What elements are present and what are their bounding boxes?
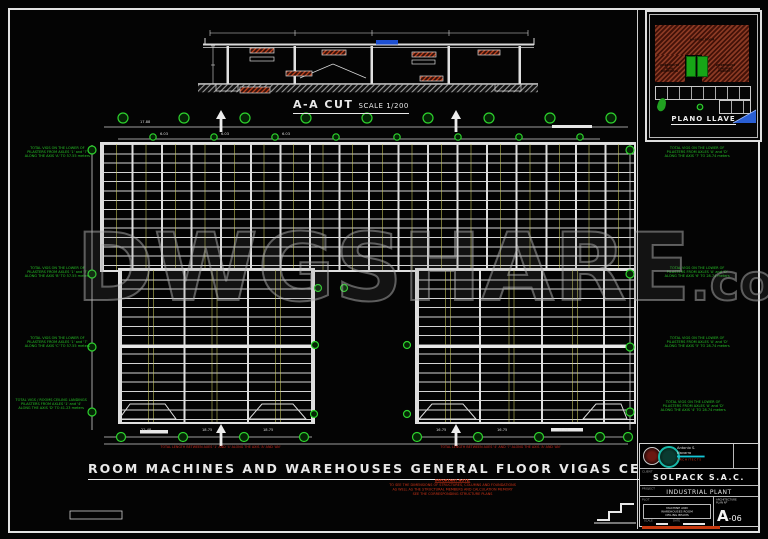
- sheet-number-cell: ARCHITECTURE PLAN Nº A-06: [713, 497, 758, 527]
- column-lines: [102, 144, 634, 270]
- keyplan-green-block: [697, 56, 708, 77]
- firm-accent-bar: [677, 455, 705, 458]
- keyplan-logo-icon: [657, 98, 757, 124]
- sheet-border: [8, 8, 760, 533]
- keyplan-green-block: [686, 56, 696, 77]
- title-block: Antonio S. Navarro ARCHITECTS CLIENT SOL…: [639, 443, 759, 527]
- important-note-label: IMPORTANT NOTE:: [434, 478, 471, 483]
- keyplan-title: PLANO LLAVE: [671, 115, 736, 125]
- section-scale-label: SCALE 1/200: [358, 102, 409, 110]
- scale-value-box: [656, 522, 668, 525]
- title-block-logo-row: Antonio S. Navarro ARCHITECTS: [640, 444, 758, 469]
- side-note-left: TOTAL VIGS ON THE LOWER OF PILASTERS FRO…: [24, 336, 90, 349]
- warehouse-right-label: WAREHOUSE FINISHED PRODUCT: [715, 63, 736, 73]
- dim-label: 22.48: [141, 428, 152, 433]
- firm-line2: Navarro: [677, 450, 692, 455]
- plan-type: ARCHITECTURE PLAN Nº: [716, 498, 757, 504]
- dimension-lines: [69, 125, 631, 520]
- firm-tagline: ARCHITECTS: [677, 458, 702, 462]
- dim-label: 17.88: [140, 120, 151, 125]
- section-cut-arrows: [216, 110, 461, 446]
- plot-title-box: MACHINE AND WAREHOUSES ROOM CEILING BEAM…: [643, 504, 711, 519]
- side-note-left: TOTAL VIGS / ROOMS CEILING LANDINGS PILA…: [15, 398, 87, 411]
- dim-label: 6.03: [282, 132, 291, 137]
- project-label: PROJECT: [642, 487, 655, 491]
- project-name: INDUSTRIAL PLANT: [666, 488, 732, 496]
- firm-line1: Antonio S.: [677, 446, 696, 451]
- title-block-stamp-cell: [733, 444, 758, 468]
- keyplan-machine-room: MACHINE ROOM: [655, 25, 749, 55]
- plan-upper-grid: [100, 142, 636, 272]
- keyplan-outbuildings: [655, 86, 751, 100]
- warehouse-left-label: WAREHOUSE RAW MATERIALS: [660, 63, 680, 73]
- plan-type-line1: ARCHITECTURE: [716, 498, 737, 502]
- keyplan-warehouse-left: WAREHOUSE RAW MATERIALS: [655, 55, 685, 82]
- plot-label: PLOT: [642, 498, 650, 502]
- plan-title-text: ROOM MACHINES AND WAREHOUSES GENERAL FLO…: [88, 461, 700, 476]
- ramp-symbols: [118, 403, 628, 420]
- dim-label: 17.74: [558, 428, 569, 433]
- plan-lower-right-grid: [415, 268, 636, 424]
- title-block-project-row: PROJECT INDUSTRIAL PLANT: [640, 486, 758, 497]
- section-title: A-A CUT SCALE 1/200: [293, 93, 409, 114]
- dim-label: 6.03: [221, 132, 230, 137]
- date-label: DATE: [673, 518, 681, 522]
- side-note-right: TOTAL VIGS ON THE LOWER OF PILASTERS FRO…: [660, 400, 726, 413]
- keyplan: MACHINE ROOM WAREHOUSE RAW MATERIALS WAR…: [645, 10, 762, 142]
- bottom-note-left: TOTAL LENGTH BETWEEN AXES '1' AND '4' AL…: [160, 445, 281, 449]
- side-note-right: TOTAL VIGS ON THE LOWER OF PILASTERS FRO…: [664, 336, 730, 349]
- plot-title: MACHINE AND WAREHOUSES ROOM CEILING BEAM…: [661, 506, 693, 517]
- mid-beam: [120, 345, 313, 348]
- mid-beam: [417, 345, 634, 348]
- section-aa-drawing: [198, 30, 538, 94]
- revision-bar: [642, 525, 720, 529]
- sheet-number: A-06: [717, 507, 742, 525]
- machine-room-label: MACHINE ROOM: [689, 38, 715, 42]
- section-title-text: A-A CUT: [293, 98, 354, 111]
- side-note-right: TOTAL VIGS ON THE LOWER OF PILASTERS FRO…: [664, 146, 730, 159]
- important-note-body: TO SEE THE DIMENSIONS OF STRUCTURES, COL…: [389, 483, 516, 497]
- side-note-left: TOTAL VIGS ON THE LOWER OF PILASTERS FRO…: [24, 266, 90, 279]
- firm-name: Antonio S. Navarro ARCHITECTS: [677, 446, 731, 462]
- client-name: SOLPACK S.A.C.: [653, 473, 745, 482]
- title-block-plot-row: PLOT MACHINE AND WAREHOUSES ROOM CEILING…: [640, 497, 758, 527]
- side-note-left: TOTAL VIGS ON THE LOWER OF PILASTERS FRO…: [24, 146, 90, 159]
- side-note-right: TOTAL VIGS ON THE LOWER OF PILASTERS FRO…: [664, 266, 730, 279]
- scale-label: SCALE: [644, 518, 653, 522]
- keyplan-warehouse-right: WAREHOUSE FINISHED PRODUCT: [702, 55, 749, 82]
- plan-type-line2: PLAN Nº: [716, 501, 728, 505]
- dim-label: 16.75: [497, 428, 508, 433]
- keyplan-outbuildings: [719, 100, 751, 114]
- sheet-number-suffix: -06: [728, 514, 742, 523]
- graphic-scale-steps: [594, 503, 636, 524]
- client-label: CLIENT: [642, 470, 653, 474]
- dim-label: 18.75: [263, 428, 274, 433]
- dim-label: 6.03: [160, 132, 169, 137]
- dim-label: 16.75: [436, 428, 447, 433]
- keyplan-inner-border: [649, 14, 758, 138]
- date-value-box: [683, 522, 705, 525]
- right-margin-divider: [637, 10, 638, 529]
- important-note: IMPORTANT NOTE: TO SEE THE DIMENSIONS OF…: [330, 474, 575, 497]
- axis-bubbles: [87, 103, 704, 443]
- bottom-note-right: TOTAL LENGTH BETWEEN AXES '4' AND '7' AL…: [440, 445, 561, 449]
- plan-lower-left-grid: [118, 268, 315, 424]
- dim-label: 18.75: [202, 428, 213, 433]
- title-block-client-row: CLIENT SOLPACK S.A.C.: [640, 469, 758, 486]
- sheet-number-prefix: A: [717, 507, 729, 525]
